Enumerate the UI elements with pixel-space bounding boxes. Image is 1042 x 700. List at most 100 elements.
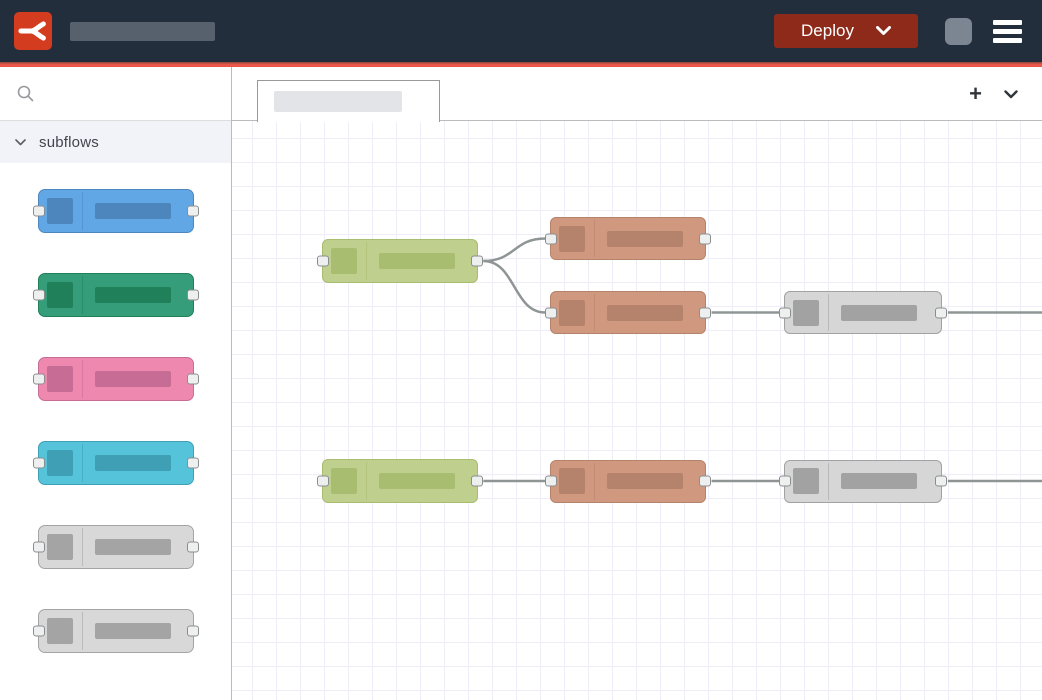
- port-left[interactable]: [779, 475, 791, 487]
- node-separator: [366, 242, 367, 280]
- port-right[interactable]: [699, 475, 711, 487]
- port-left[interactable]: [33, 373, 45, 385]
- node-icon: [559, 468, 585, 494]
- node-separator: [82, 612, 83, 650]
- node-icon: [47, 282, 73, 308]
- port-left[interactable]: [33, 289, 45, 301]
- palette-sidebar: subflows: [0, 67, 232, 700]
- node-icon: [331, 248, 357, 274]
- port-left[interactable]: [545, 233, 557, 244]
- main-area: subflows +: [0, 67, 1042, 700]
- node-icon: [793, 299, 819, 326]
- user-avatar[interactable]: [945, 17, 972, 45]
- node-label-placeholder: [95, 371, 171, 387]
- palette-node-subflow-gray-1[interactable]: [33, 525, 199, 569]
- port-left[interactable]: [33, 625, 45, 637]
- deploy-label: Deploy: [801, 21, 854, 40]
- palette-search[interactable]: [0, 67, 231, 121]
- port-right[interactable]: [935, 475, 947, 487]
- chevron-down-icon: [15, 138, 26, 145]
- flow-node-orange-2[interactable]: [545, 291, 711, 334]
- port-left[interactable]: [545, 475, 557, 487]
- node-icon: [47, 618, 73, 644]
- palette-category-subflows[interactable]: subflows: [0, 121, 231, 163]
- port-right[interactable]: [471, 475, 483, 487]
- flow-list-button[interactable]: [1002, 86, 1020, 103]
- node-separator: [366, 462, 367, 500]
- node-label-placeholder: [95, 539, 171, 555]
- node-icon: [47, 534, 73, 560]
- port-left[interactable]: [779, 307, 791, 318]
- node-label-placeholder: [379, 253, 455, 269]
- node-separator: [82, 528, 83, 566]
- node-label-placeholder: [841, 473, 917, 489]
- node-separator: [594, 294, 595, 331]
- palette-node-list: [0, 163, 231, 700]
- flow-node-orange-3[interactable]: [545, 459, 711, 503]
- node-icon: [47, 366, 73, 392]
- header-accent-line: [0, 62, 1042, 67]
- port-right[interactable]: [471, 255, 483, 267]
- flow-node-orange-1[interactable]: [545, 217, 711, 260]
- port-right[interactable]: [187, 373, 199, 385]
- wire[interactable]: [483, 259, 546, 314]
- header: Deploy: [0, 0, 1042, 62]
- flow-node-green-1[interactable]: [317, 239, 483, 283]
- node-icon: [47, 198, 73, 224]
- node-icon: [331, 468, 357, 494]
- flow-node-gray-2[interactable]: [779, 459, 947, 503]
- node-separator: [82, 360, 83, 398]
- deploy-chevron-down-icon: [875, 26, 891, 35]
- port-right[interactable]: [187, 205, 199, 217]
- flow-tab-bar: +: [232, 67, 1042, 122]
- search-icon: [17, 85, 34, 102]
- flow-tab-active[interactable]: [257, 80, 440, 122]
- port-left[interactable]: [317, 475, 329, 487]
- node-separator: [594, 462, 595, 500]
- node-separator: [828, 294, 829, 331]
- port-right[interactable]: [187, 457, 199, 469]
- node-separator: [594, 220, 595, 257]
- port-left[interactable]: [545, 307, 557, 318]
- port-right[interactable]: [187, 541, 199, 553]
- node-label-placeholder: [95, 287, 171, 303]
- port-right[interactable]: [187, 625, 199, 637]
- port-right[interactable]: [699, 307, 711, 318]
- node-red-logo-icon[interactable]: [14, 12, 52, 50]
- palette-node-subflow-teal[interactable]: [33, 441, 199, 485]
- node-label-placeholder: [607, 230, 683, 247]
- node-separator: [82, 192, 83, 230]
- palette-node-subflow-gray-2[interactable]: [33, 609, 199, 653]
- node-label-placeholder: [607, 304, 683, 321]
- node-label-placeholder: [95, 623, 171, 639]
- node-icon: [47, 450, 73, 476]
- wire[interactable]: [483, 237, 546, 263]
- port-right[interactable]: [935, 307, 947, 318]
- node-separator: [828, 462, 829, 500]
- node-separator: [82, 276, 83, 314]
- palette-node-subflow-pink[interactable]: [33, 357, 199, 401]
- flow-node-gray-1[interactable]: [779, 291, 947, 334]
- port-right[interactable]: [187, 289, 199, 301]
- flow-node-green-2[interactable]: [317, 459, 483, 503]
- add-flow-button[interactable]: +: [969, 81, 982, 106]
- node-separator: [82, 444, 83, 482]
- port-right[interactable]: [699, 233, 711, 244]
- port-left[interactable]: [33, 205, 45, 217]
- hamburger-menu-icon[interactable]: [993, 19, 1022, 43]
- palette-category-label: subflows: [39, 133, 99, 151]
- port-left[interactable]: [33, 457, 45, 469]
- port-left[interactable]: [317, 255, 329, 267]
- chevron-down-icon: [1004, 89, 1018, 98]
- node-icon: [559, 225, 585, 252]
- flow-canvas[interactable]: [232, 121, 1042, 700]
- node-label-placeholder: [607, 473, 683, 489]
- node-label-placeholder: [95, 455, 171, 471]
- node-icon: [793, 468, 819, 494]
- palette-node-subflow-blue[interactable]: [33, 189, 199, 233]
- node-label-placeholder: [95, 203, 171, 219]
- deploy-button[interactable]: Deploy: [774, 14, 918, 48]
- port-left[interactable]: [33, 541, 45, 553]
- workspace-title-placeholder: [70, 21, 215, 41]
- palette-node-subflow-green[interactable]: [33, 273, 199, 317]
